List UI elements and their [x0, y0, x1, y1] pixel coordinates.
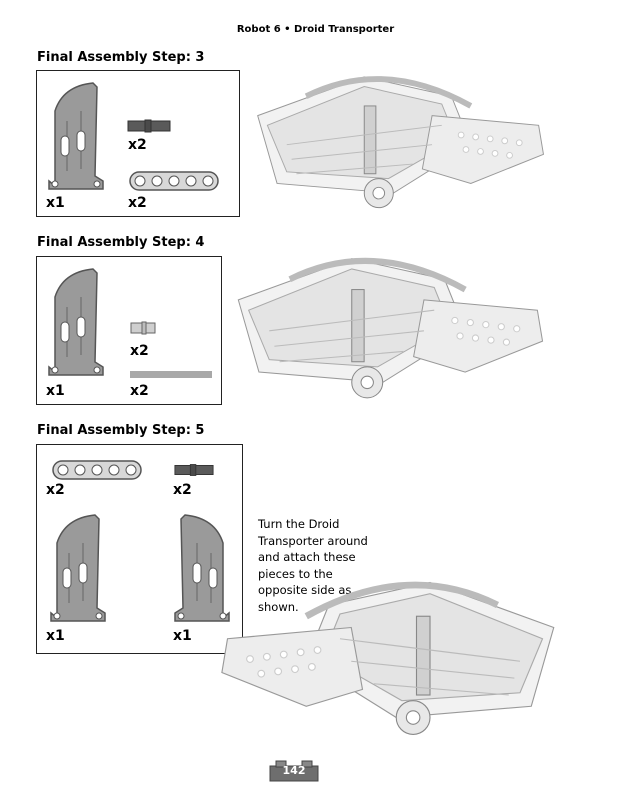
panel-icon — [45, 267, 105, 377]
step-4-bushing-qty: x2 — [130, 343, 149, 359]
step-5-assembly-illustration — [205, 555, 565, 745]
step-3-panel-qty: x1 — [46, 195, 65, 211]
step-4-title: Final Assembly Step: 4 — [37, 235, 204, 250]
page-number: 142 — [268, 764, 320, 777]
page-number-badge: 142 — [268, 760, 320, 782]
page-header: Robot 6 • Droid Transporter — [0, 24, 631, 35]
step-3-assembly-illustration — [248, 55, 558, 215]
step-5-panel-qty: x1 — [46, 628, 65, 644]
axle-long-icon — [130, 371, 212, 378]
axle-pin-icon — [174, 463, 214, 477]
step-4-assembly-illustration — [228, 238, 558, 403]
step-3-title: Final Assembly Step: 3 — [37, 50, 204, 65]
step-3-axle-pin-qty: x2 — [128, 137, 147, 153]
step-4-panel-qty: x1 — [46, 383, 65, 399]
bushing-icon — [130, 321, 156, 335]
axle-pin-icon — [127, 119, 171, 133]
step-3-parts-box: x1 x2 x2 — [36, 70, 240, 217]
step-5-panel-mirrored-qty: x1 — [173, 628, 192, 644]
beam-5-icon — [47, 460, 147, 480]
step-5-title: Final Assembly Step: 5 — [37, 423, 204, 438]
step-5-axle-pin-qty: x2 — [173, 482, 192, 498]
step-3-beam-qty: x2 — [128, 195, 147, 211]
step-4-parts-box: x1 x2 x2 — [36, 256, 222, 405]
panel-icon — [45, 81, 105, 191]
panel-icon — [47, 513, 107, 623]
step-4-axle-qty: x2 — [130, 383, 149, 399]
step-5-beam-qty: x2 — [46, 482, 65, 498]
beam-5-icon — [129, 171, 219, 191]
